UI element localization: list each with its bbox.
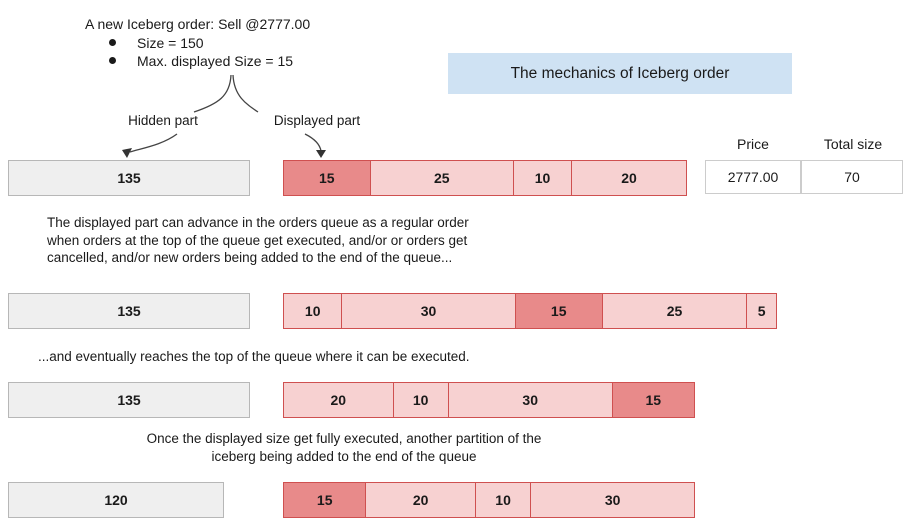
queue-bar: 15 25 10 20 [283, 160, 687, 196]
hidden-part-bar: 135 [8, 160, 250, 196]
hidden-part-bar: 120 [8, 482, 224, 518]
bullet-size-label: Size = 150 [137, 35, 204, 51]
bullet-size: Size = 150 [109, 35, 204, 51]
bullet-max-displayed-label: Max. displayed Size = 15 [137, 53, 294, 69]
queue-segment: 15 [284, 483, 366, 517]
queue-bar: 10 30 15 25 5 [283, 293, 777, 329]
hidden-part-bar: 135 [8, 382, 250, 418]
bullet-icon [109, 39, 116, 46]
price-header: Price [737, 136, 769, 152]
total-size-value: 70 [801, 160, 903, 194]
displayed-part-label: Displayed part [273, 113, 361, 128]
queue-segment: 20 [365, 483, 475, 517]
price-value: 2777.00 [705, 160, 801, 194]
total-size-header: Total size [823, 136, 883, 152]
queue-segment: 25 [369, 161, 513, 195]
queue-segment: 15 [284, 161, 370, 195]
queue-segment: 10 [513, 161, 571, 195]
queue-segment: 10 [392, 383, 448, 417]
queue-segment: 10 [474, 483, 531, 517]
eventually-paragraph: ...and eventually reaches the top of the… [38, 349, 470, 364]
queue-segment: 15 [514, 294, 602, 328]
queue-segment: 20 [571, 161, 686, 195]
queue-segment: 5 [746, 294, 776, 328]
bullet-icon [109, 57, 116, 64]
queue-segment: 10 [284, 294, 342, 328]
order-title: A new Iceberg order: Sell @2777.00 [85, 16, 311, 32]
hidden-part-label: Hidden part [128, 113, 198, 128]
once-paragraph: Once the displayed size get fully execut… [146, 431, 542, 464]
hidden-part-bar: 135 [8, 293, 250, 329]
queue-segment: 15 [611, 383, 694, 417]
bullet-max-displayed: Max. displayed Size = 15 [109, 53, 294, 69]
queue-segment: 25 [601, 294, 747, 328]
queue-bar: 15 20 10 30 [283, 482, 695, 518]
queue-segment: 20 [284, 383, 393, 417]
arrowheads [122, 148, 326, 158]
queue-segment: 30 [447, 383, 612, 417]
advance-paragraph: The displayed part can advance in the or… [47, 215, 469, 265]
queue-segment: 30 [341, 294, 515, 328]
banner-title: The mechanics of Iceberg order [448, 53, 792, 94]
queue-bar: 20 10 30 15 [283, 382, 695, 418]
queue-segment: 30 [530, 483, 694, 517]
